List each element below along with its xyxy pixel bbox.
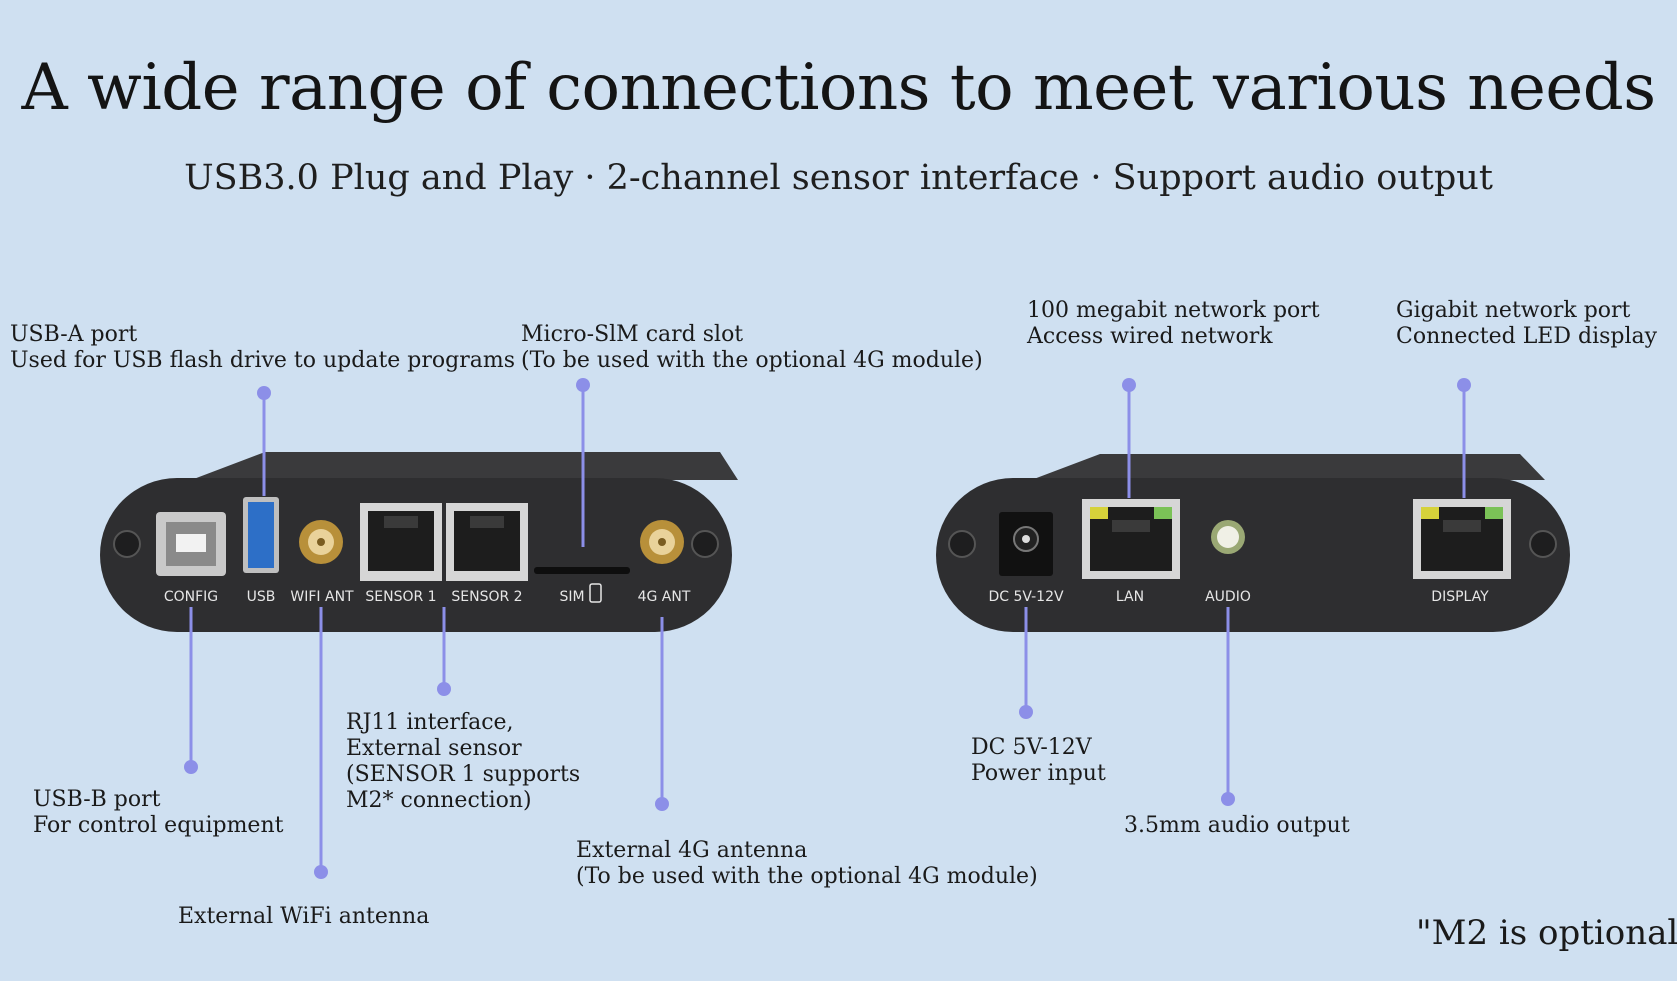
leader-dot — [257, 386, 271, 400]
page-title: A wide range of connections to meet vari… — [21, 51, 1656, 125]
config-port — [156, 512, 226, 576]
port-label-sensor-1: SENSOR 1 — [365, 589, 436, 605]
leader-dot — [655, 797, 669, 811]
leader-lines — [184, 378, 1471, 879]
port-label-usb: USB — [247, 589, 276, 605]
leader-dot — [184, 760, 198, 774]
leader-dot — [314, 865, 328, 879]
port-label-4g-ant: 4G ANT — [638, 589, 691, 605]
callout-sim: Micro-SlM card slot(To be used with the … — [521, 322, 983, 373]
callout-4g: External 4G antenna(To be used with the … — [576, 838, 1038, 889]
sensor-1-port — [360, 503, 442, 581]
leader-dot — [437, 682, 451, 696]
wifi-antenna-connector — [299, 520, 343, 564]
leader-dot — [1019, 705, 1033, 719]
leader-dot — [576, 378, 590, 392]
footnote: "M2 is optional — [1416, 913, 1677, 953]
port-label-config: CONFIG — [164, 589, 218, 605]
sim-icon — [589, 583, 602, 603]
callout-rj11: RJ11 interface,External sensor(SENSOR 1 … — [346, 710, 581, 813]
sim-slot — [534, 567, 630, 574]
port-label-dc: DC 5V-12V — [988, 589, 1064, 605]
lan-port — [1082, 499, 1180, 579]
callout-wifi: External WiFi antenna — [178, 904, 430, 929]
port-label-sensor-2: SENSOR 2 — [451, 589, 522, 605]
port-label-sim: SIM — [559, 589, 584, 605]
screw-icon — [1529, 530, 1557, 558]
right-device: DC 5V-12V LAN AUDIO DISPLAY — [936, 454, 1570, 632]
port-label-wifi-ant: WIFI ANT — [290, 589, 354, 605]
display-port — [1413, 499, 1511, 579]
screw-icon — [113, 530, 141, 558]
leader-dot — [1221, 792, 1235, 806]
leader-dot — [1457, 378, 1471, 392]
screw-icon — [691, 530, 719, 558]
dc-power-jack — [999, 512, 1053, 576]
usb-a-port — [243, 497, 279, 573]
sensor-2-port — [446, 503, 528, 581]
page-subtitle: USB3.0 Plug and Play · 2-channel sensor … — [184, 158, 1493, 198]
leader-dot — [1122, 378, 1136, 392]
audio-jack — [1211, 520, 1245, 554]
port-label-audio: AUDIO — [1205, 589, 1251, 605]
screw-icon — [948, 530, 976, 558]
port-label-display: DISPLAY — [1431, 589, 1489, 605]
callout-audio: 3.5mm audio output — [1124, 813, 1350, 838]
port-label-lan: LAN — [1116, 589, 1144, 605]
left-device: CONFIG USB WIFI ANT SENSOR 1 SENSOR 2 SI… — [100, 452, 738, 632]
4g-antenna-connector — [640, 520, 684, 564]
